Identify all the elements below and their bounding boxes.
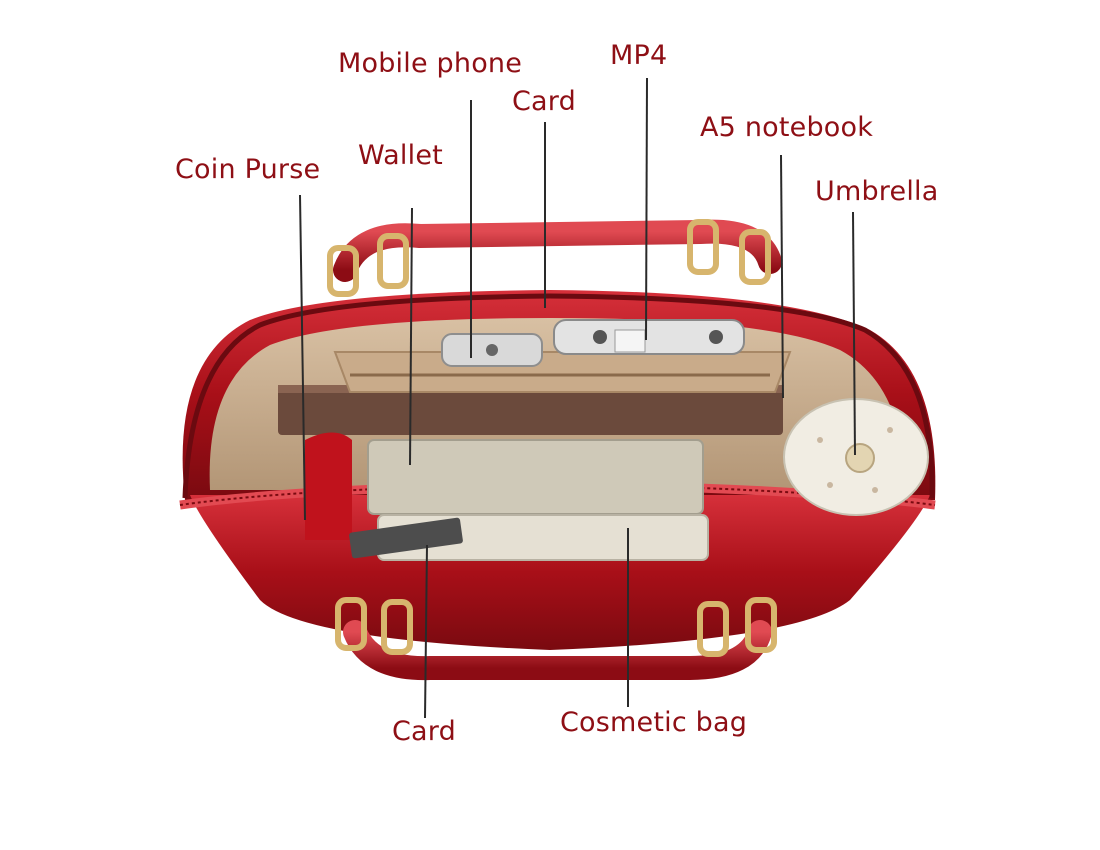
label-mobile-phone: Mobile phone	[338, 48, 523, 79]
leader-line-wallet	[409, 207, 413, 466]
leader-line-mp4	[645, 77, 648, 341]
mobile-phone	[441, 333, 543, 367]
leader-lines	[299, 77, 856, 719]
wallet	[367, 439, 704, 515]
mp4-player	[553, 319, 745, 355]
label-a5-notebook: A5 notebook	[700, 112, 874, 143]
buckle-ring-left-bottom	[335, 597, 367, 651]
label-wallet: Wallet	[358, 140, 443, 171]
inner-pocket	[333, 351, 792, 393]
buckle-ring-right-top-2	[739, 229, 771, 285]
top-handle	[327, 219, 782, 297]
buckle-ring-left-bottom-2	[381, 599, 413, 655]
label-cosmetic-bag: Cosmetic bag	[560, 707, 748, 738]
label-card-top: Card	[512, 86, 576, 117]
leader-line-card-bottom	[424, 544, 428, 719]
leader-line-coin-purse	[299, 194, 306, 521]
leader-line-a5-notebook	[780, 154, 784, 399]
buckle-ring-right-bottom-2	[745, 597, 777, 653]
buckle-ring-left-top	[327, 245, 359, 297]
leader-line-umbrella	[852, 211, 856, 456]
label-coin-purse: Coin Purse	[175, 154, 321, 185]
label-card-bottom: Card	[392, 716, 456, 747]
buckle-ring-left-top-2	[377, 233, 409, 289]
bottom-handle	[335, 597, 777, 681]
umbrella	[783, 398, 929, 516]
label-mp4: MP4	[610, 40, 668, 71]
coin-purse	[305, 432, 352, 540]
card-holder	[349, 517, 463, 559]
buckle-ring-right-top	[687, 219, 719, 275]
label-umbrella: Umbrella	[815, 176, 939, 207]
buckle-ring-right-bottom	[697, 601, 729, 657]
